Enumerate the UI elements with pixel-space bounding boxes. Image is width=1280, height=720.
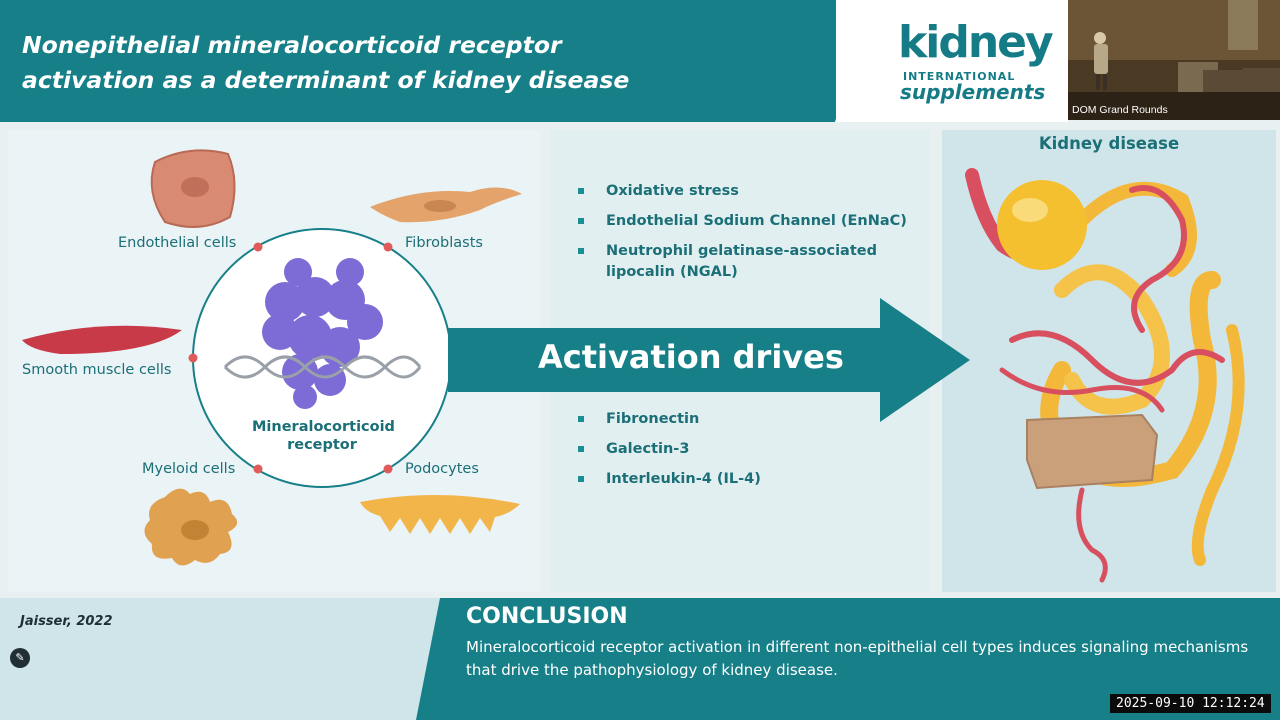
webcam-label: DOM Grand Rounds [1072, 104, 1168, 116]
label-smooth-muscle-cells: Smooth muscle cells [22, 362, 172, 378]
slide-title-line2: activation as a determinant of kidney di… [22, 66, 630, 94]
bullet-item: Oxidative stress [578, 181, 908, 202]
label-podocytes: Podocytes [405, 461, 479, 477]
arrow-label: Activation drives [538, 338, 844, 376]
receptor-label: Mineralocorticoid receptor [252, 418, 395, 454]
receptor-protein-icon [262, 258, 383, 409]
smooth-muscle-cell-icon [22, 325, 182, 354]
webcam-scene [1068, 0, 1280, 120]
logo-main-word: kidney [898, 17, 1054, 68]
activation-arrow [448, 298, 970, 422]
bullet-list-bottom: Fibronectin Galectin-3 Interleukin-4 (IL… [578, 409, 908, 499]
bullet-item: Fibronectin [578, 409, 908, 430]
conclusion-text: Mineralocorticoid receptor activation in… [466, 638, 1249, 679]
podocyte-icon [360, 494, 520, 534]
kidney-disease-title: Kidney disease [1038, 134, 1180, 153]
header-band [0, 0, 1068, 122]
label-myeloid-cells: Myeloid cells [142, 461, 236, 477]
conclusion-band [416, 598, 1280, 720]
bullet-item: Endothelial Sodium Channel (EnNaC) [578, 211, 908, 232]
bullet-item: Interleukin-4 (IL-4) [578, 469, 908, 490]
conclusion-title: CONCLUSION [466, 604, 628, 629]
dna-icon [223, 355, 422, 379]
logo-mid-word: INTERNATIONAL [903, 70, 1016, 83]
journal-logo: kidney INTERNATIONAL supplements [898, 17, 1058, 110]
receptor-label-line2: receptor [287, 437, 357, 453]
logo-sub-word: supplements [900, 80, 1046, 104]
footer-citation-area [0, 598, 440, 720]
kidney-nephron-icon [965, 168, 1245, 583]
slide-title-line1: Nonepithelial mineralocorticoid receptor [22, 31, 562, 59]
timestamp-overlay: 2025-09-10 12:12:24 [1110, 694, 1271, 713]
bullet-list-top: Oxidative stress Endothelial Sodium Chan… [578, 181, 908, 292]
label-endothelial-cells: Endothelial cells [118, 235, 237, 251]
receptor-label-line1: Mineralocorticoid [252, 419, 395, 435]
bullet-item: Neutrophil gelatinase-associated lipocal… [578, 241, 908, 283]
slide-title: Nonepithelial mineralocorticoid receptor… [22, 28, 822, 98]
citation: Jaisser, 2022 [20, 614, 113, 629]
label-fibroblasts: Fibroblasts [405, 235, 483, 251]
webcam-feed[interactable]: DOM Grand Rounds [1068, 0, 1280, 120]
pencil-icon[interactable]: ✎ [10, 648, 30, 668]
bullet-item: Galectin-3 [578, 439, 908, 460]
cell-types-diagram [22, 149, 522, 566]
